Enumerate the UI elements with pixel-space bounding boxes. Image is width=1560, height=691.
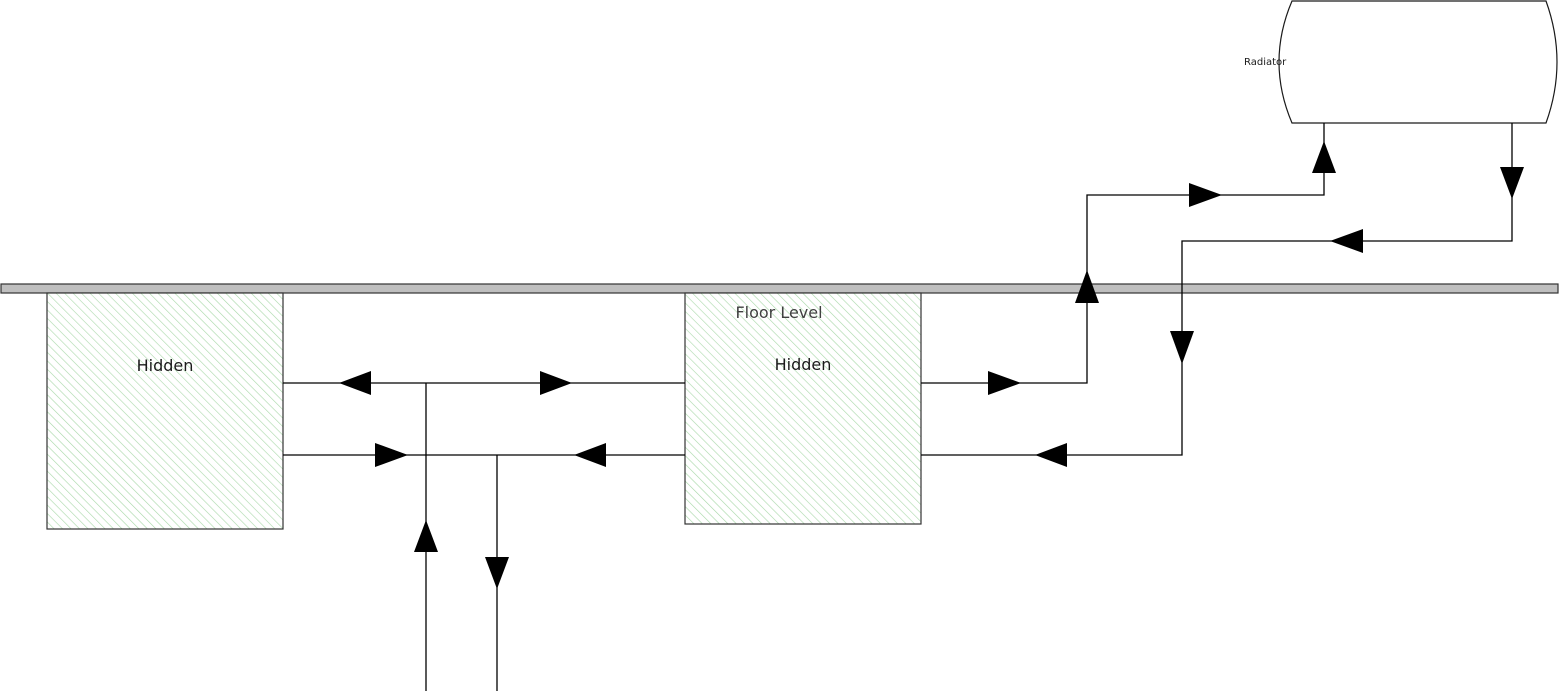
arrow-down-icon [1170,331,1194,364]
arrow-left-icon [574,443,606,467]
arrow-down-icon [485,557,509,589]
hidden-box-right: Floor Level Hidden [684,292,922,525]
arrow-down-icon [1500,167,1524,199]
floor-level-label: Floor Level [735,303,822,322]
pipe-flow-to-radiator [921,123,1325,384]
arrow-left-icon [339,371,371,395]
arrow-left-icon [1035,443,1067,467]
hidden-box-left-rect [46,292,284,530]
arrow-right-icon [988,371,1021,395]
arrow-right-icon [1189,183,1222,207]
hidden-box-right-label: Hidden [775,355,832,374]
pipes [283,123,1513,691]
radiator: Radiator [1244,0,1558,124]
arrow-up-icon [1075,270,1099,303]
hidden-box-left-label: Hidden [137,356,194,375]
radiator-body [1278,0,1558,124]
arrow-left-icon [1330,229,1363,253]
arrow-right-icon [540,371,572,395]
arrow-right-icon [375,443,408,467]
arrow-up-icon [1312,141,1336,173]
radiator-label: Radiator [1244,57,1287,68]
hidden-box-right-rect [684,292,922,525]
floor-level-bar [0,283,1559,294]
pipe-return-from-radiator [921,123,1513,456]
arrow-up-icon [414,520,438,552]
flow-arrows [339,141,1524,589]
hidden-box-left: Hidden [46,292,284,530]
